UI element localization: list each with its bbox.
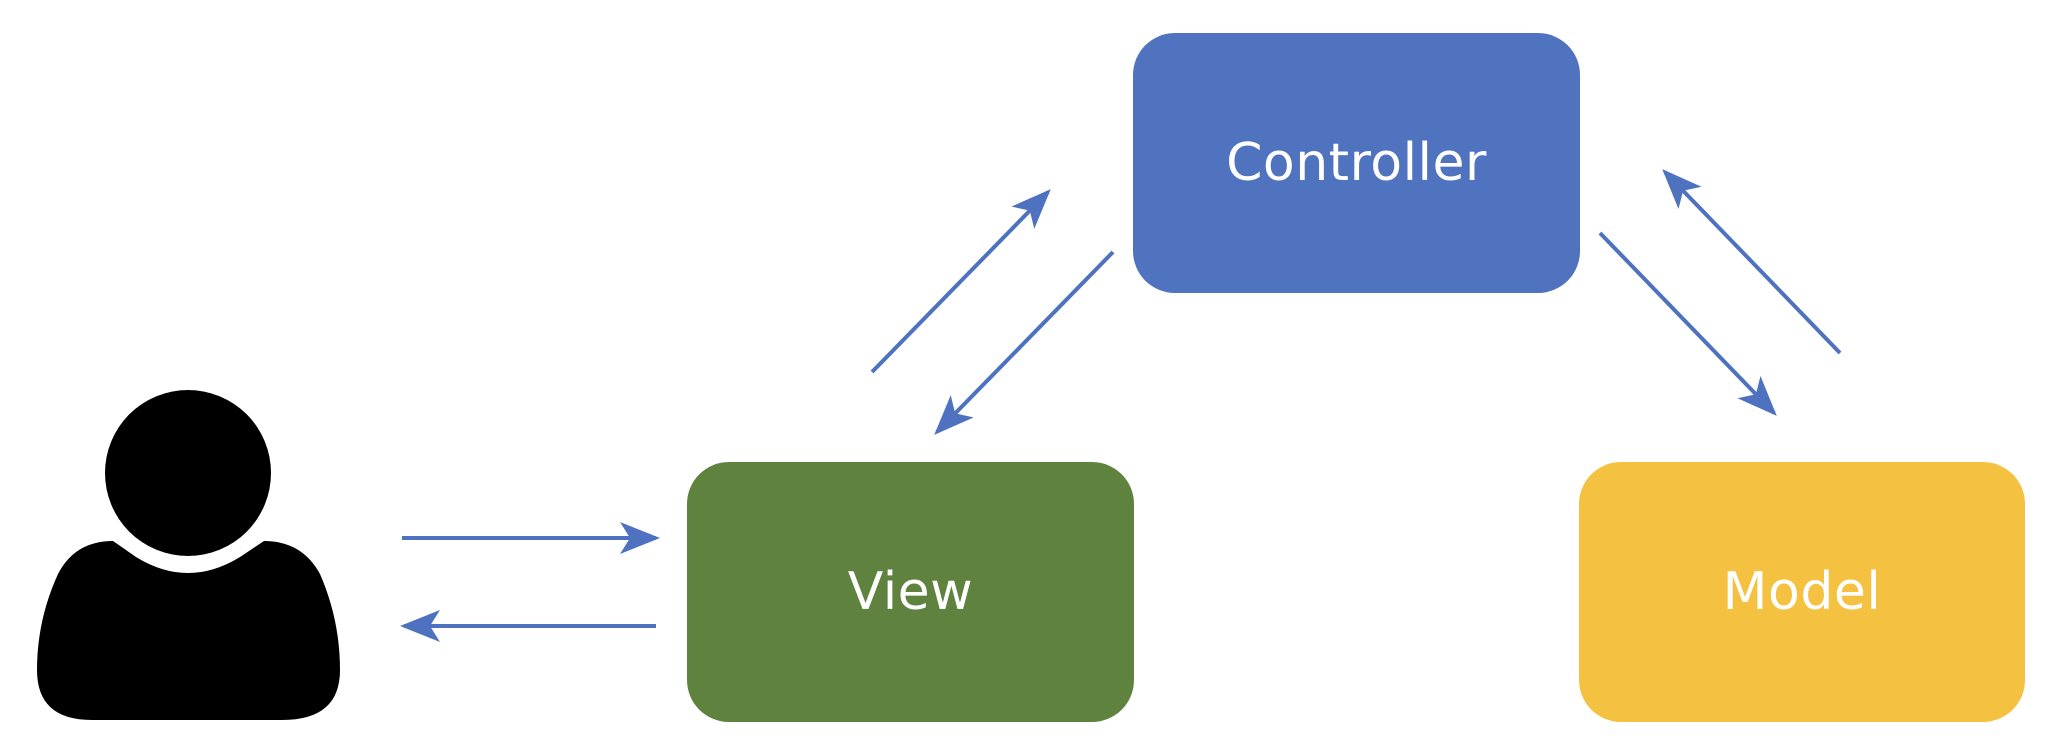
controller-label: Controller bbox=[1226, 133, 1487, 193]
view-label: View bbox=[847, 562, 974, 622]
arrow-controller-to-view bbox=[934, 250, 1115, 435]
user-icon bbox=[37, 390, 340, 720]
controller-box: Controller bbox=[1133, 33, 1580, 293]
model-box: Model bbox=[1579, 462, 2025, 722]
model-label: Model bbox=[1722, 562, 1882, 622]
arrow-controller-to-model bbox=[1598, 231, 1777, 416]
arrow-model-to-controller bbox=[1662, 169, 1842, 355]
view-box: View bbox=[687, 462, 1134, 722]
arrow-view-to-controller bbox=[870, 189, 1051, 374]
